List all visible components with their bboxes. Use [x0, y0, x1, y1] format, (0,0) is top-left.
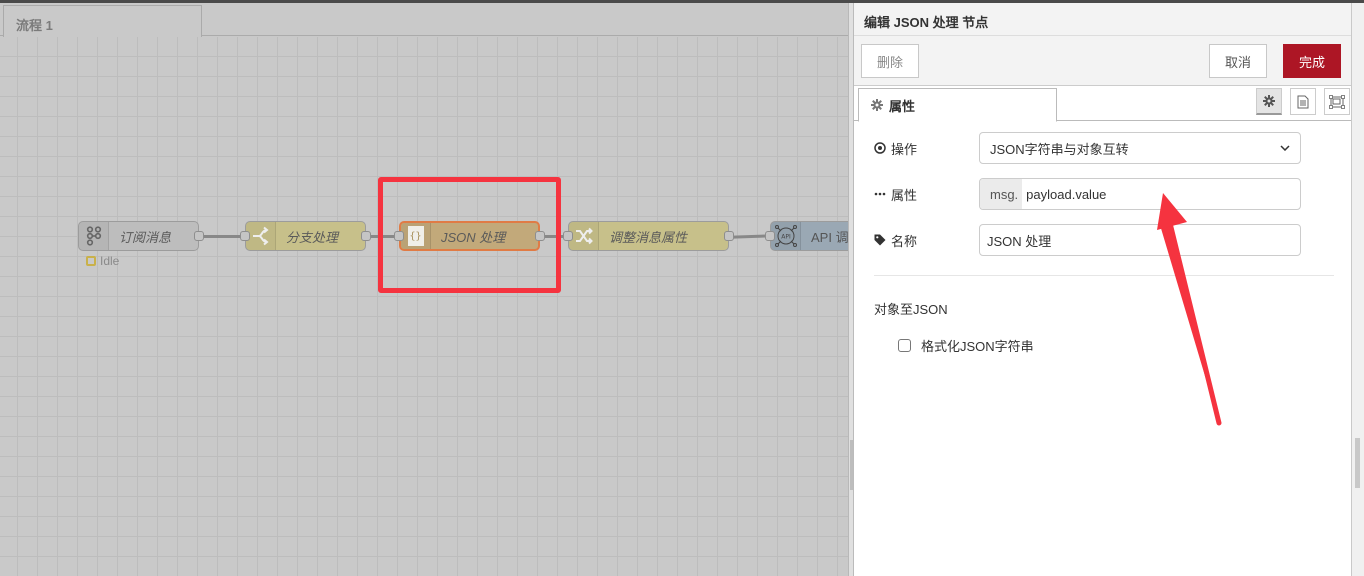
- switch-icon: [246, 222, 276, 250]
- format-json-label: 格式化JSON字符串: [921, 339, 1034, 354]
- tray-toolbar: 删除 取消 完成: [854, 36, 1351, 86]
- workspace: 流程 1 订阅消息 Idle 分支处理: [0, 3, 848, 576]
- tag-icon: [874, 234, 886, 246]
- flow-node-api[interactable]: API API 调: [765, 221, 848, 251]
- delete-button[interactable]: 删除: [861, 44, 919, 78]
- tab-properties[interactable]: 属性: [858, 88, 1057, 122]
- node-editor-tray: 编辑 JSON 处理 节点 删除 取消 完成 属性: [853, 3, 1351, 576]
- format-json-option[interactable]: 格式化JSON字符串: [898, 336, 1034, 355]
- section-title: 对象至JSON: [874, 302, 948, 317]
- name-label-text: 名称: [891, 233, 918, 249]
- window-top-border: [0, 0, 1364, 3]
- flow-node-change[interactable]: 调整消息属性: [563, 221, 734, 251]
- name-row: 名称 JSON 处理: [874, 224, 1310, 256]
- node-label: JSON 处理: [441, 229, 506, 245]
- input-port[interactable]: [394, 231, 404, 241]
- status-text: Idle: [100, 254, 120, 268]
- output-port[interactable]: [724, 231, 734, 241]
- subscribe-icon: [79, 222, 109, 250]
- flow-canvas[interactable]: [0, 37, 848, 576]
- tray-title: 编辑 JSON 处理 节点: [854, 3, 1351, 36]
- tab-properties-label: 属性: [889, 98, 916, 114]
- tray-scrollbar[interactable]: [1351, 3, 1364, 576]
- action-label-text: 操作: [891, 141, 918, 157]
- node-label: 分支处理: [286, 229, 339, 245]
- cancel-button[interactable]: 取消: [1209, 44, 1267, 78]
- tab-settings[interactable]: [1256, 88, 1282, 115]
- flow-tab[interactable]: 流程 1: [3, 5, 202, 37]
- frame-icon: [1329, 94, 1345, 109]
- name-input-value: JSON 处理: [987, 233, 1052, 249]
- property-label: 属性: [874, 185, 979, 204]
- status-indicator-icon: [86, 256, 96, 266]
- format-json-checkbox[interactable]: [898, 339, 911, 352]
- node-label: 订阅消息: [119, 229, 172, 245]
- target-icon: [874, 142, 886, 154]
- input-port[interactable]: [240, 231, 250, 241]
- property-type-prefix[interactable]: msg.: [980, 179, 1023, 209]
- output-port[interactable]: [194, 231, 204, 241]
- change-icon: [569, 222, 599, 250]
- flow-tab-bar: 流程 1: [0, 3, 848, 37]
- splitter-grip[interactable]: [850, 440, 853, 490]
- tray-tab-row: 属性: [854, 86, 1351, 122]
- node-label: API 调: [811, 229, 848, 245]
- node-status: Idle: [86, 254, 119, 268]
- document-icon: [1297, 95, 1309, 108]
- gear-icon: [871, 99, 883, 111]
- action-label: 操作: [874, 139, 979, 158]
- wire[interactable]: [204, 235, 246, 238]
- flow-node-json[interactable]: {} JSON 处理: [394, 221, 545, 251]
- action-row: 操作 JSON字符串与对象互转: [874, 132, 1310, 164]
- input-port[interactable]: [765, 231, 775, 241]
- flow-node-subscribe[interactable]: 订阅消息: [78, 221, 204, 251]
- property-value[interactable]: payload.value: [1026, 186, 1107, 202]
- chevron-down-icon: [1280, 145, 1290, 151]
- gear-icon: [1263, 95, 1275, 107]
- wire[interactable]: [370, 235, 400, 238]
- output-port[interactable]: [361, 231, 371, 241]
- action-select[interactable]: JSON字符串与对象互转: [979, 132, 1301, 164]
- svg-text:API: API: [781, 234, 791, 241]
- name-label: 名称: [874, 231, 979, 250]
- property-typed-input[interactable]: msg. payload.value: [979, 178, 1301, 210]
- node-label: 调整消息属性: [609, 229, 688, 245]
- flow-node-switch[interactable]: 分支处理: [240, 221, 371, 251]
- api-icon: API: [771, 222, 801, 250]
- output-port[interactable]: [535, 231, 545, 241]
- annotation-highlight-box: [378, 177, 561, 293]
- tab-appearance[interactable]: [1324, 88, 1350, 115]
- property-row: 属性 msg. payload.value: [874, 178, 1310, 210]
- section-divider: [874, 275, 1334, 276]
- done-button[interactable]: 完成: [1283, 44, 1341, 78]
- json-icon: {}: [401, 223, 431, 249]
- action-select-value: JSON字符串与对象互转: [990, 141, 1129, 157]
- scrollbar-thumb[interactable]: [1355, 438, 1360, 488]
- panel-splitter[interactable]: [848, 0, 854, 576]
- property-label-text: 属性: [891, 187, 918, 203]
- ellipsis-icon: [874, 192, 886, 196]
- name-input[interactable]: JSON 处理: [979, 224, 1301, 256]
- input-port[interactable]: [563, 231, 573, 241]
- tab-description[interactable]: [1290, 88, 1316, 115]
